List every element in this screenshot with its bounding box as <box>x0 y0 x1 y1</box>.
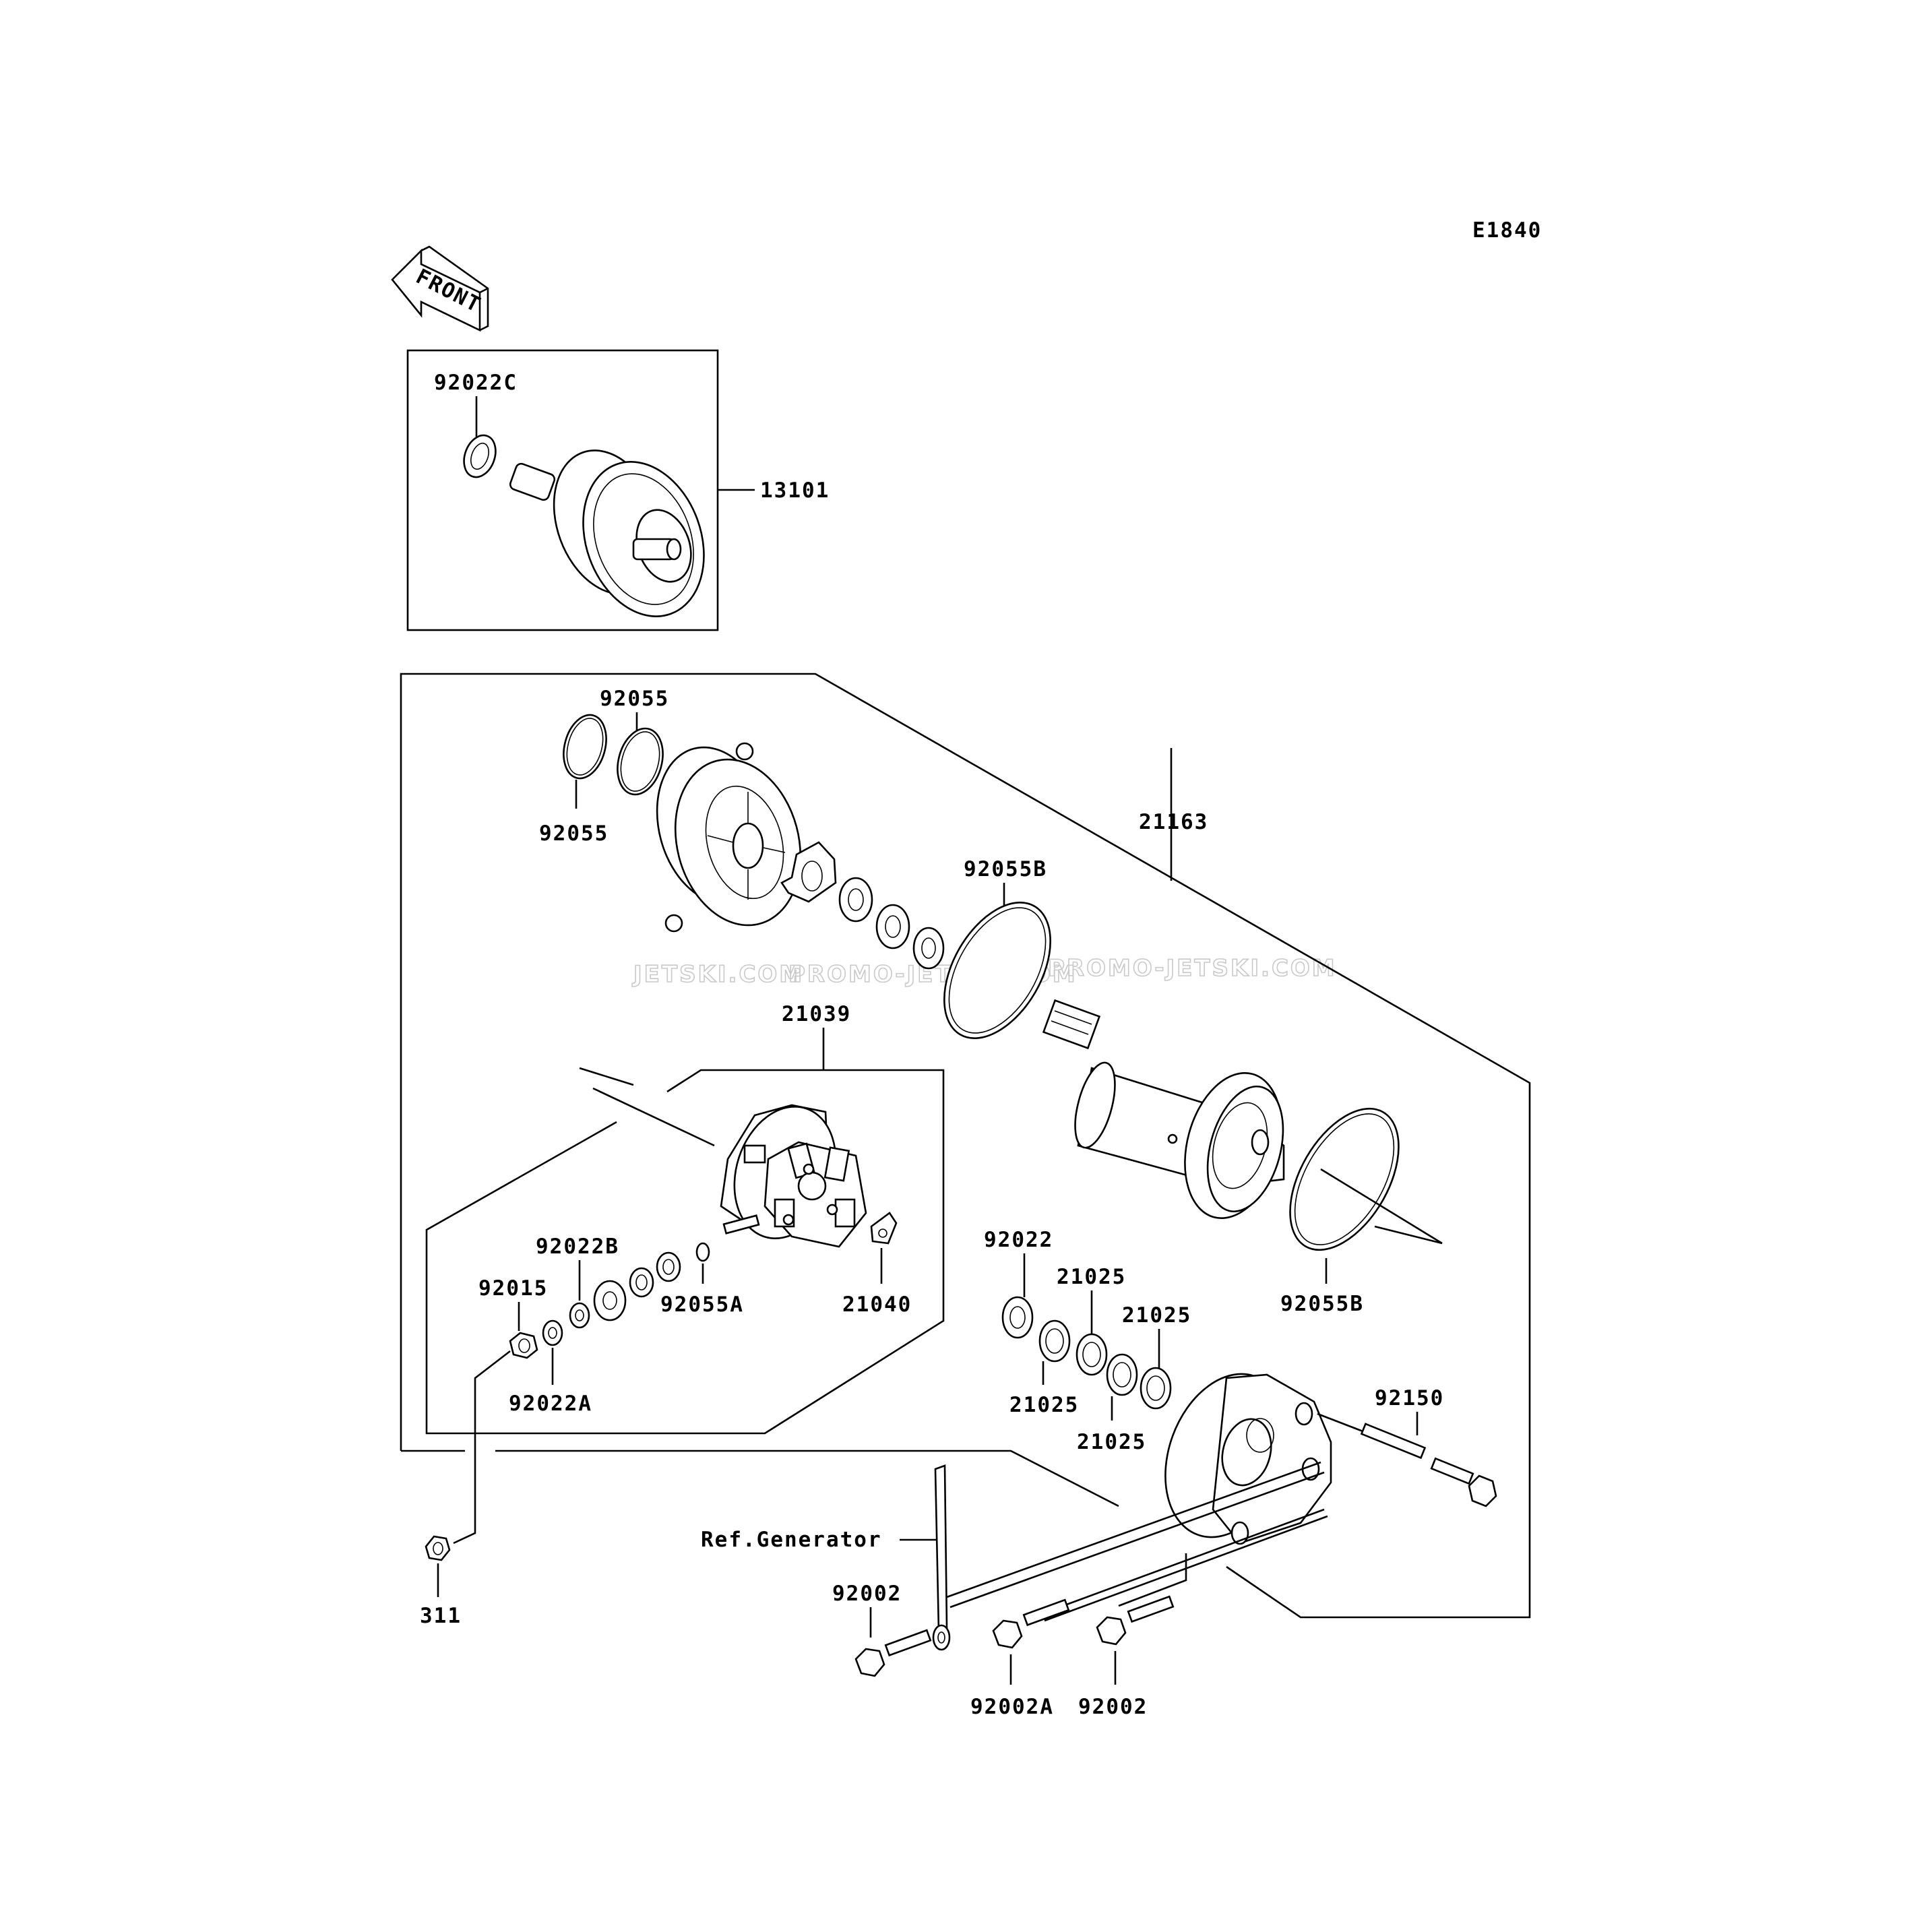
label-92022B: 92022B <box>536 1235 619 1259</box>
label-92055B-bottom: 92055B <box>1280 1292 1364 1316</box>
washer-3 <box>912 927 945 970</box>
brush-holder-outline <box>425 1069 945 1435</box>
bolt-92002A <box>992 1598 1070 1649</box>
o-ring-92055A <box>695 1242 710 1262</box>
label-21025-c: 21025 <box>1122 1303 1191 1328</box>
label-92002-left: 92002 <box>832 1582 902 1606</box>
bolt-92150 <box>1317 1412 1497 1507</box>
starter-motor-outline <box>400 673 1531 1619</box>
washer-2 <box>875 904 910 949</box>
label-21025-a: 21025 <box>1057 1265 1126 1289</box>
armature-yoke <box>1042 999 1285 1219</box>
label-13101: 13101 <box>760 478 830 503</box>
label-92002A: 92002A <box>970 1695 1054 1719</box>
washer-1 <box>838 877 873 923</box>
watermark-1: JETSKI.COM <box>632 961 804 988</box>
shim-21025-a <box>1038 1319 1071 1363</box>
watermark-3: PROMO-JETSKI.COM <box>1048 955 1337 982</box>
washer-92022 <box>1001 1296 1034 1339</box>
shim-21025-b <box>1076 1333 1108 1376</box>
o-ring-92055-b <box>617 727 664 796</box>
diagram-code: E1840 <box>1472 218 1542 243</box>
shim-21025-c <box>1106 1353 1138 1396</box>
label-92022C: 92022C <box>434 371 518 395</box>
label-21040: 21040 <box>842 1292 912 1317</box>
label-92055B-top: 92055B <box>964 857 1047 881</box>
label-92022A: 92022A <box>509 1392 592 1416</box>
o-ring-92055B-bottom <box>1289 1107 1400 1251</box>
washer-92022A <box>542 1319 563 1346</box>
brush-21040 <box>870 1212 898 1245</box>
label-311: 311 <box>420 1604 462 1628</box>
label-21025-b: 21025 <box>1009 1393 1079 1417</box>
label-21163: 21163 <box>1139 810 1208 834</box>
label-21025-d: 21025 <box>1077 1430 1146 1454</box>
washer-small-1 <box>656 1251 681 1282</box>
label-92055-bottom: 92055 <box>539 821 609 846</box>
label-92015: 92015 <box>478 1276 548 1301</box>
stud <box>722 1214 760 1235</box>
label-ref-generator: Ref.Generator <box>701 1528 882 1552</box>
washer-92022C <box>463 434 497 478</box>
label-92055-top: 92055 <box>600 687 669 711</box>
front-arrow-icon: FRONT <box>391 245 489 332</box>
washer-plate <box>780 841 837 903</box>
shim-21025-d <box>1140 1367 1172 1410</box>
label-92002-right: 92002 <box>1078 1695 1148 1719</box>
nut-92015 <box>509 1332 538 1359</box>
label-92150: 92150 <box>1375 1386 1444 1410</box>
o-ring-92055-a <box>563 714 607 780</box>
bolt-92002-right <box>1096 1595 1175 1646</box>
brush-holder-21039 <box>720 1104 867 1248</box>
o-ring-92055B-top <box>943 902 1052 1039</box>
label-21039: 21039 <box>782 1002 851 1026</box>
label-92055A: 92055A <box>660 1292 744 1317</box>
washer-92022B <box>569 1302 590 1329</box>
front-cover <box>656 742 802 933</box>
ground-strap <box>932 1464 951 1651</box>
washer-large <box>593 1280 627 1321</box>
label-92022: 92022 <box>984 1228 1053 1252</box>
bolt-92002-left <box>854 1629 932 1677</box>
starter-clutch-13101 <box>509 449 705 617</box>
nut-311 <box>425 1535 451 1561</box>
washer-small-2 <box>629 1267 654 1298</box>
